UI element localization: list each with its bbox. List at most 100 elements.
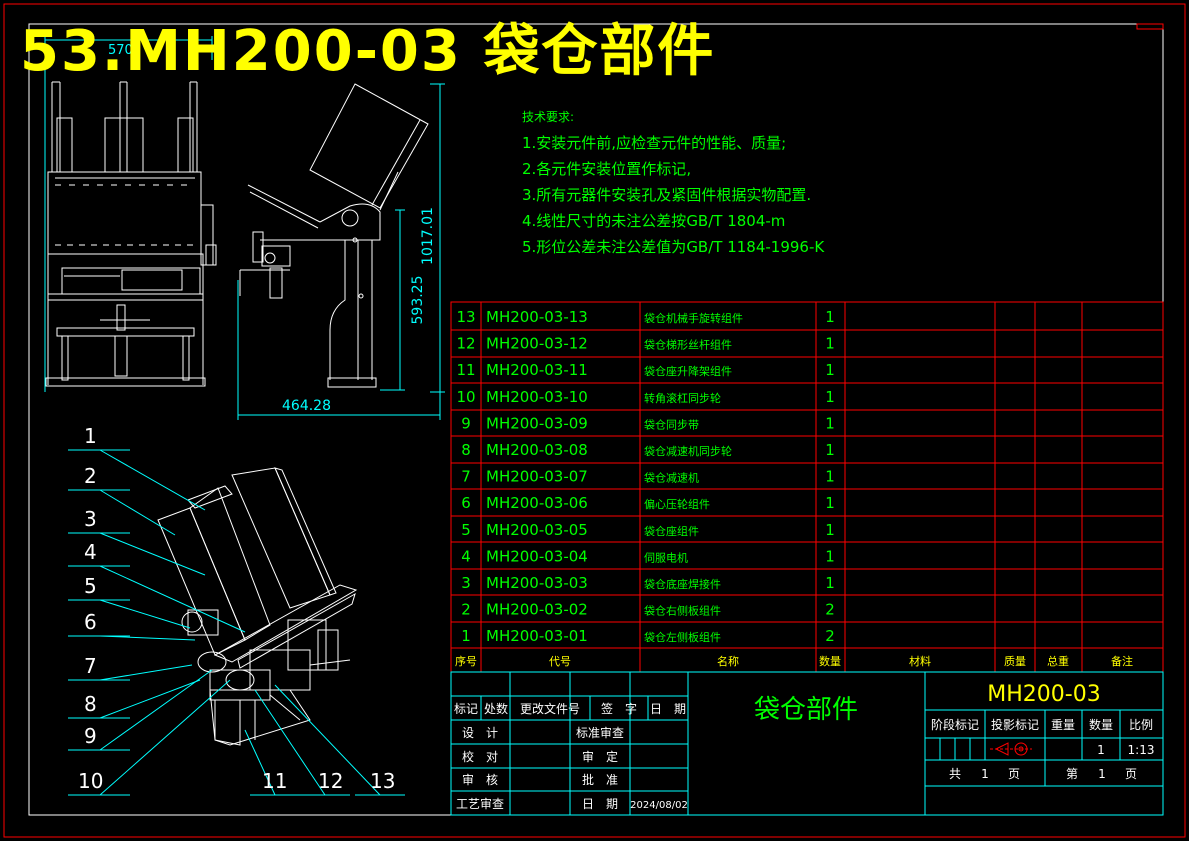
tb-process: 工艺审查 bbox=[456, 796, 504, 811]
tb-proj: 投影标记 bbox=[991, 717, 1039, 732]
titleblock-grid bbox=[450, 671, 1164, 816]
dim-h1: 593.25 bbox=[410, 276, 426, 325]
bom-cell-qty: 1 bbox=[825, 521, 835, 539]
side-view bbox=[239, 83, 429, 388]
tb-total: 1 bbox=[981, 767, 989, 781]
tb-rev-mark: 标记 bbox=[454, 702, 478, 716]
tb-stage: 阶段标记 bbox=[931, 717, 979, 732]
bom-cell-name: 袋仓梯形丝杆组件 bbox=[644, 338, 732, 352]
bom-cell-qty: 1 bbox=[825, 441, 835, 459]
bom-cell-no: 4 bbox=[461, 547, 471, 565]
bom-cell-no: 7 bbox=[461, 468, 471, 486]
tb-drawingno: MH200-03 bbox=[987, 682, 1100, 707]
bom-cell-no: 5 bbox=[461, 521, 471, 539]
notes-heading: 技术要求: bbox=[522, 110, 575, 124]
tb-scale-label: 比例 bbox=[1129, 718, 1153, 732]
tb-ratify: 审 定 bbox=[582, 749, 618, 764]
bom-cell-name: 偏心压轮组件 bbox=[644, 497, 710, 511]
tb-rev-doc: 更改文件号 bbox=[520, 701, 580, 716]
note-item-2: 2.各元件安装位置作标记, bbox=[522, 160, 692, 178]
front-view bbox=[44, 36, 217, 392]
bom-cell-no: 13 bbox=[456, 308, 475, 326]
bom-cell-code: MH200-03-07 bbox=[486, 468, 588, 486]
bom-cell-qty: 1 bbox=[825, 414, 835, 432]
bom-cell-no: 2 bbox=[461, 601, 471, 619]
callout-3: 3 bbox=[84, 507, 97, 531]
bom-cell-name: 袋仓底座焊接件 bbox=[644, 577, 721, 591]
callout-11: 11 bbox=[262, 769, 287, 793]
bom-cell-qty: 1 bbox=[825, 388, 835, 406]
bom-cell-code: MH200-03-12 bbox=[486, 335, 588, 353]
tb-page-unit: 页 bbox=[1008, 767, 1020, 781]
callout-6: 6 bbox=[84, 610, 97, 634]
bom-cell-code: MH200-03-13 bbox=[486, 308, 588, 326]
bom-header-mass: 质量 bbox=[1004, 655, 1026, 668]
bom-header-no: 序号 bbox=[455, 654, 477, 668]
bom-cell-qty: 1 bbox=[825, 308, 835, 326]
bom-cell-qty: 1 bbox=[825, 361, 835, 379]
callout-10: 10 bbox=[78, 769, 103, 793]
dim-h2: 1017.01 bbox=[420, 207, 436, 265]
bom-cell-name: 袋仓左侧板组件 bbox=[644, 630, 721, 644]
bom-cell-code: MH200-03-01 bbox=[486, 627, 588, 645]
tb-page-unit2: 页 bbox=[1125, 767, 1137, 781]
callout-5: 5 bbox=[84, 574, 97, 598]
bom-cell-qty: 1 bbox=[825, 547, 835, 565]
tb-design: 设 计 bbox=[462, 726, 498, 740]
tb-rev-count: 处数 bbox=[484, 701, 508, 716]
tb-scale: 1:13 bbox=[1128, 743, 1155, 757]
tb-total-label: 共 bbox=[949, 767, 961, 781]
tb-date: 2024/08/02 bbox=[630, 800, 688, 811]
page-title: 53.MH200-03 袋仓部件 bbox=[20, 19, 716, 84]
bom-cell-no: 11 bbox=[456, 361, 475, 379]
bom-cell-code: MH200-03-09 bbox=[486, 414, 588, 432]
callout-labels: 1 2 3 4 5 6 7 8 9 10 11 12 13 bbox=[78, 424, 395, 793]
bom-cell-code: MH200-03-03 bbox=[486, 574, 588, 592]
corner-mark bbox=[1136, 23, 1164, 30]
bom-cell-no: 10 bbox=[456, 388, 475, 406]
bom-cell-qty: 1 bbox=[825, 574, 835, 592]
bom-cell-name: 转角滚杠同步轮 bbox=[644, 391, 721, 405]
titleblock-labels: 标记 处数 更改文件号 签 字 日 期 设 计 标准审查 校 对 审 定 审 核… bbox=[454, 701, 688, 811]
tb-sheet: 1 bbox=[1098, 767, 1106, 781]
tb-review: 审 核 bbox=[462, 772, 498, 787]
dim-top: 570 bbox=[108, 43, 133, 58]
bom-header-note: 备注 bbox=[1111, 654, 1133, 668]
bom-cell-code: MH200-03-06 bbox=[486, 494, 588, 512]
tb-partname: 袋仓部件 bbox=[754, 695, 858, 725]
bom-cell-code: MH200-03-11 bbox=[486, 361, 588, 379]
bom-cell-no: 8 bbox=[461, 441, 471, 459]
note-item-1: 1.安装元件前,应检查元件的性能、质量; bbox=[522, 134, 787, 152]
bom-cell-qty: 2 bbox=[825, 627, 835, 645]
callout-1: 1 bbox=[84, 424, 97, 448]
isometric-view bbox=[157, 467, 358, 746]
callout-13: 13 bbox=[370, 769, 395, 793]
bom-cell-no: 3 bbox=[461, 574, 471, 592]
callout-4: 4 bbox=[84, 540, 97, 564]
tb-check: 校 对 bbox=[462, 749, 498, 764]
callout-9: 9 bbox=[84, 724, 97, 748]
titleblock-right: 阶段标记 投影标记 重量 数量 比例 1 1:13 共 1 页 第 1 页 bbox=[931, 717, 1154, 781]
note-item-3: 3.所有元器件安装孔及紧固件根据实物配置. bbox=[522, 186, 812, 204]
bom-cell-qty: 1 bbox=[825, 335, 835, 353]
projection-symbol-icon bbox=[990, 742, 1032, 756]
bom-cell-no: 6 bbox=[461, 494, 471, 512]
bom-cell-name: 袋仓座升降架组件 bbox=[644, 364, 732, 378]
tb-weight: 重量 bbox=[1051, 718, 1075, 732]
callout-8: 8 bbox=[84, 692, 97, 716]
callout-12: 12 bbox=[318, 769, 343, 793]
bom-cell-code: MH200-03-10 bbox=[486, 388, 588, 406]
tb-datelabel: 日 期 bbox=[582, 797, 618, 811]
bom-cell-code: MH200-03-04 bbox=[486, 547, 588, 565]
bom-header-total: 总重 bbox=[1047, 654, 1069, 668]
bom-cell-qty: 2 bbox=[825, 601, 835, 619]
tb-quantity: 数量 bbox=[1089, 717, 1113, 732]
bom-cell-qty: 1 bbox=[825, 494, 835, 512]
bom-header-qty: 数量 bbox=[819, 655, 841, 668]
tb-rev-date: 日 期 bbox=[650, 702, 686, 716]
bom-header: 序号 代号 名称 数量 材料 质量 总重 备注 bbox=[455, 654, 1133, 668]
tb-sheet-label: 第 bbox=[1066, 767, 1078, 781]
dim-width: 464.28 bbox=[282, 398, 331, 414]
note-item-5: 5.形位公差未注公差值为GB/T 1184-1996-K bbox=[522, 238, 825, 256]
